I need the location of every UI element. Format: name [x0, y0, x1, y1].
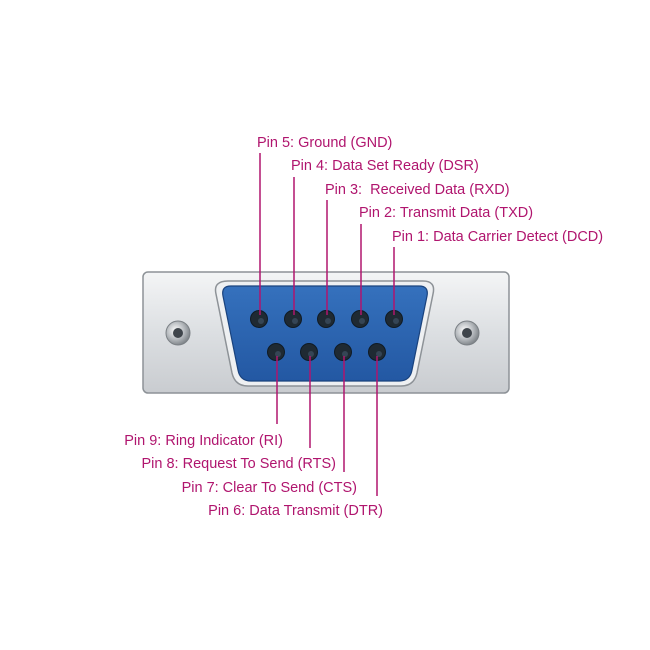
pin-3-label: Pin 3: Received Data (RXD): [325, 182, 510, 198]
pin-6-label: Pin 6: Data Transmit (DTR): [208, 503, 383, 519]
left-screw-icon: [165, 320, 191, 346]
pin-9-hole: [267, 343, 285, 361]
pin-7-hole: [334, 343, 352, 361]
pin-5-label: Pin 5: Ground (GND): [257, 135, 392, 151]
pin-4-label: Pin 4: Data Set Ready (DSR): [291, 158, 479, 174]
pin-4-hole: [284, 310, 302, 328]
right-screw-icon: [454, 320, 480, 346]
pin-8-hole: [300, 343, 318, 361]
pin-6-hole: [368, 343, 386, 361]
connector-body: [222, 285, 428, 382]
pin-1-label: Pin 1: Data Carrier Detect (DCD): [392, 229, 603, 245]
pin-8-label: Pin 8: Request To Send (RTS): [141, 456, 336, 472]
pin-7-label: Pin 7: Clear To Send (CTS): [182, 480, 357, 496]
pin-3-hole: [317, 310, 335, 328]
pin-5-hole: [250, 310, 268, 328]
pin-2-hole: [351, 310, 369, 328]
pin-2-label: Pin 2: Transmit Data (TXD): [359, 205, 533, 221]
pin-9-label: Pin 9: Ring Indicator (RI): [124, 433, 283, 449]
